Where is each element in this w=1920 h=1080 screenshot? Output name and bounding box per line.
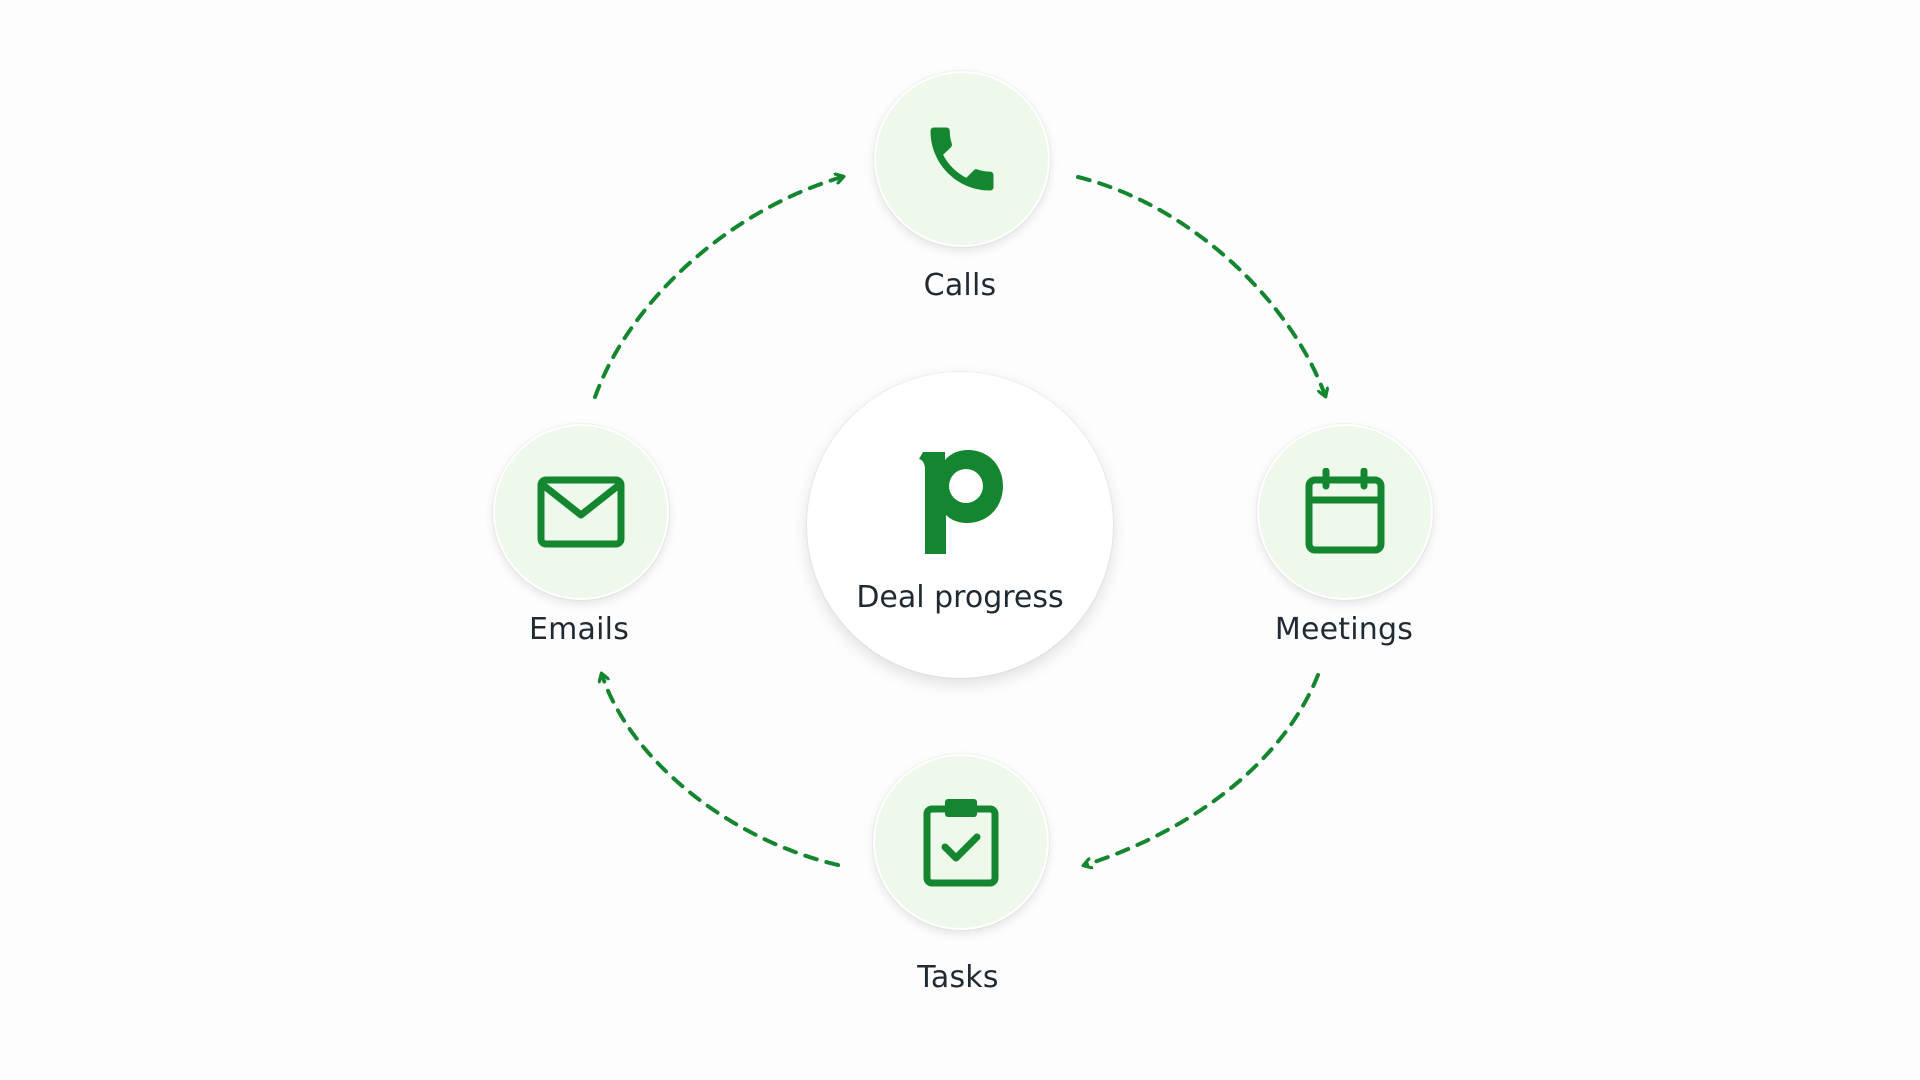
- calendar-icon: [1303, 468, 1387, 556]
- meetings-node: [1257, 424, 1433, 600]
- phone-icon: [920, 117, 1004, 201]
- tasks-label: Tasks: [917, 960, 999, 995]
- arrow-tasks-to-emails: [602, 675, 840, 867]
- clipboard-check-icon: [921, 797, 1001, 887]
- emails-label: Emails: [528, 612, 630, 647]
- arrow-calls-to-meetings: [1076, 175, 1325, 395]
- calls-node: [874, 71, 1050, 247]
- hub-label: Deal progress: [856, 580, 1064, 615]
- pipedrive-logo-icon: [915, 446, 1007, 562]
- emails-node: [493, 424, 669, 600]
- envelope-icon: [536, 475, 626, 549]
- arrow-meetings-to-tasks: [1085, 673, 1320, 865]
- calls-label: Calls: [923, 268, 997, 303]
- deal-progress-hub: Deal progress: [807, 372, 1113, 678]
- arrow-emails-to-calls: [593, 177, 842, 399]
- tasks-node: [873, 754, 1049, 930]
- meetings-label: Meetings: [1274, 612, 1414, 647]
